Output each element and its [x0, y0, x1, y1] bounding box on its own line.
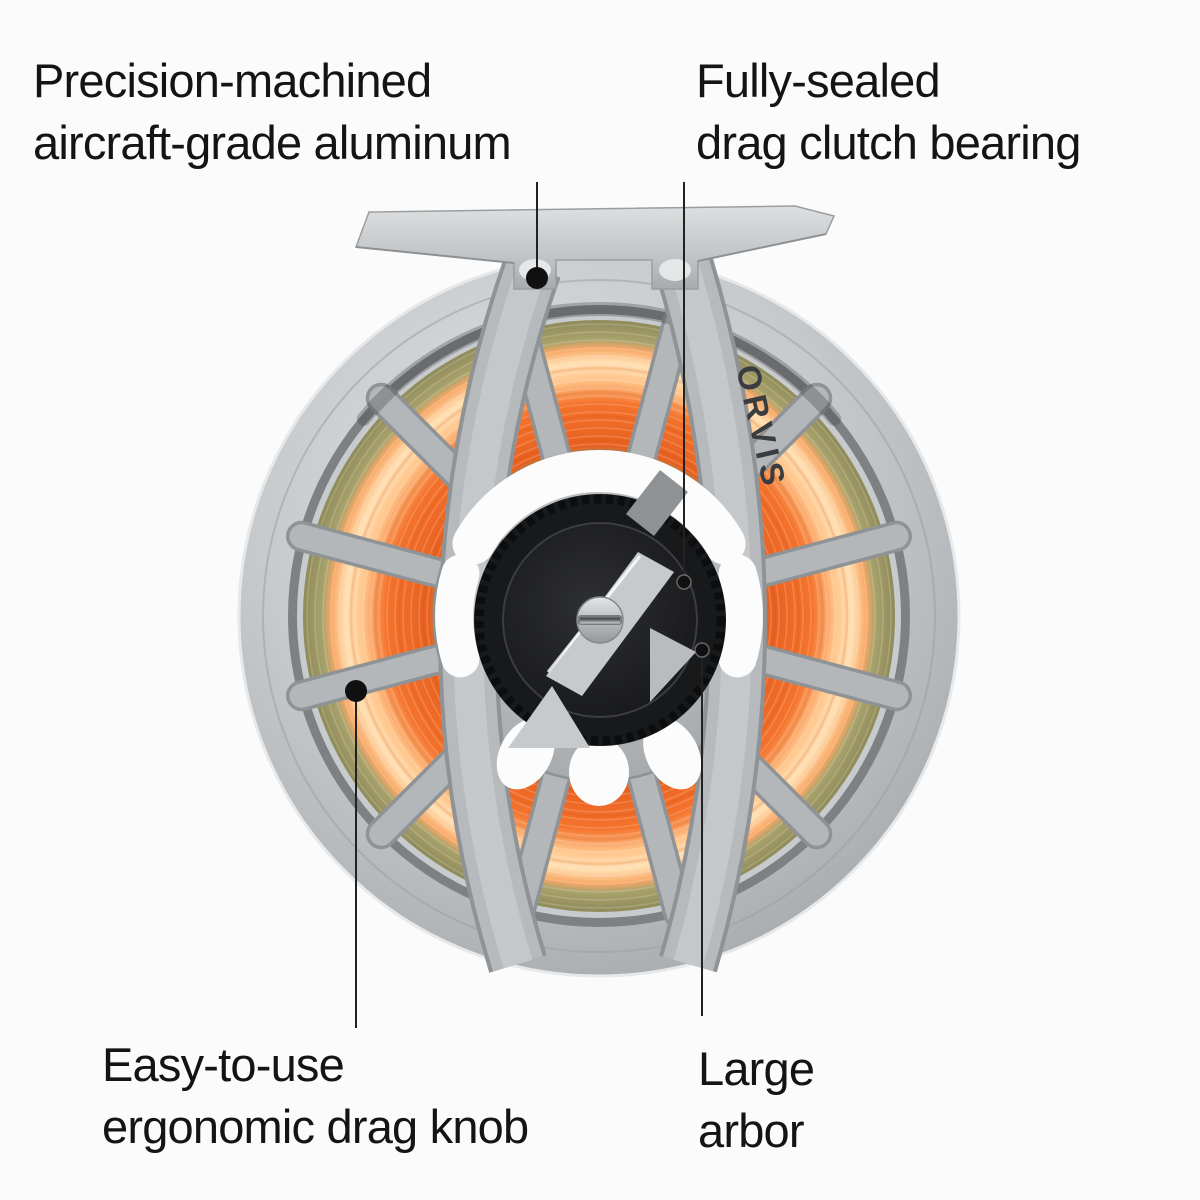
callout-label-large-arbor: Large arbor — [698, 1042, 815, 1157]
logo-top-piece — [626, 470, 688, 536]
rim-step-line — [262, 279, 936, 953]
lower-right-cutout — [643, 717, 702, 790]
callout-dot-aluminum — [526, 267, 548, 289]
screw-slot-line-1 — [580, 617, 620, 620]
lower-middle-cutout — [569, 738, 629, 806]
right-cutout — [718, 554, 763, 678]
logo-bottom-triangle — [508, 686, 590, 748]
callout-dot-drag-knob — [345, 680, 367, 702]
foot-post-highlight-right — [659, 259, 691, 281]
callout-lines — [355, 182, 703, 1028]
screw-slot-line-2 — [580, 621, 620, 624]
callout-label-drag-knob: Easy-to-use ergonomic drag knob — [102, 1038, 529, 1153]
fly-line-strand-shadows — [349, 366, 849, 866]
drag-knob-knurling — [474, 494, 726, 746]
center-screw — [576, 596, 624, 644]
left-cutout — [435, 554, 480, 678]
foot-plate — [354, 205, 836, 290]
foot-underside-left — [355, 246, 515, 264]
upper-cutout — [452, 450, 746, 565]
drag-knob — [474, 470, 726, 748]
callout-dot-drag-clutch — [676, 574, 692, 590]
fly-line-strands — [306, 323, 892, 909]
callout-label-drag-clutch: Fully-sealed drag clutch bearing — [696, 54, 1081, 169]
frame-cutouts — [435, 450, 763, 806]
callout-label-aluminum: Precision-machined aircraft-grade alumin… — [33, 54, 512, 169]
foot-underside-right — [697, 233, 827, 262]
top-shadow-arc — [356, 302, 842, 426]
callout-dot-large-arbor — [694, 642, 710, 658]
logo-right-wedge — [650, 628, 696, 702]
callout-dots — [345, 267, 710, 702]
reel-body: ORVIS — [237, 254, 961, 978]
